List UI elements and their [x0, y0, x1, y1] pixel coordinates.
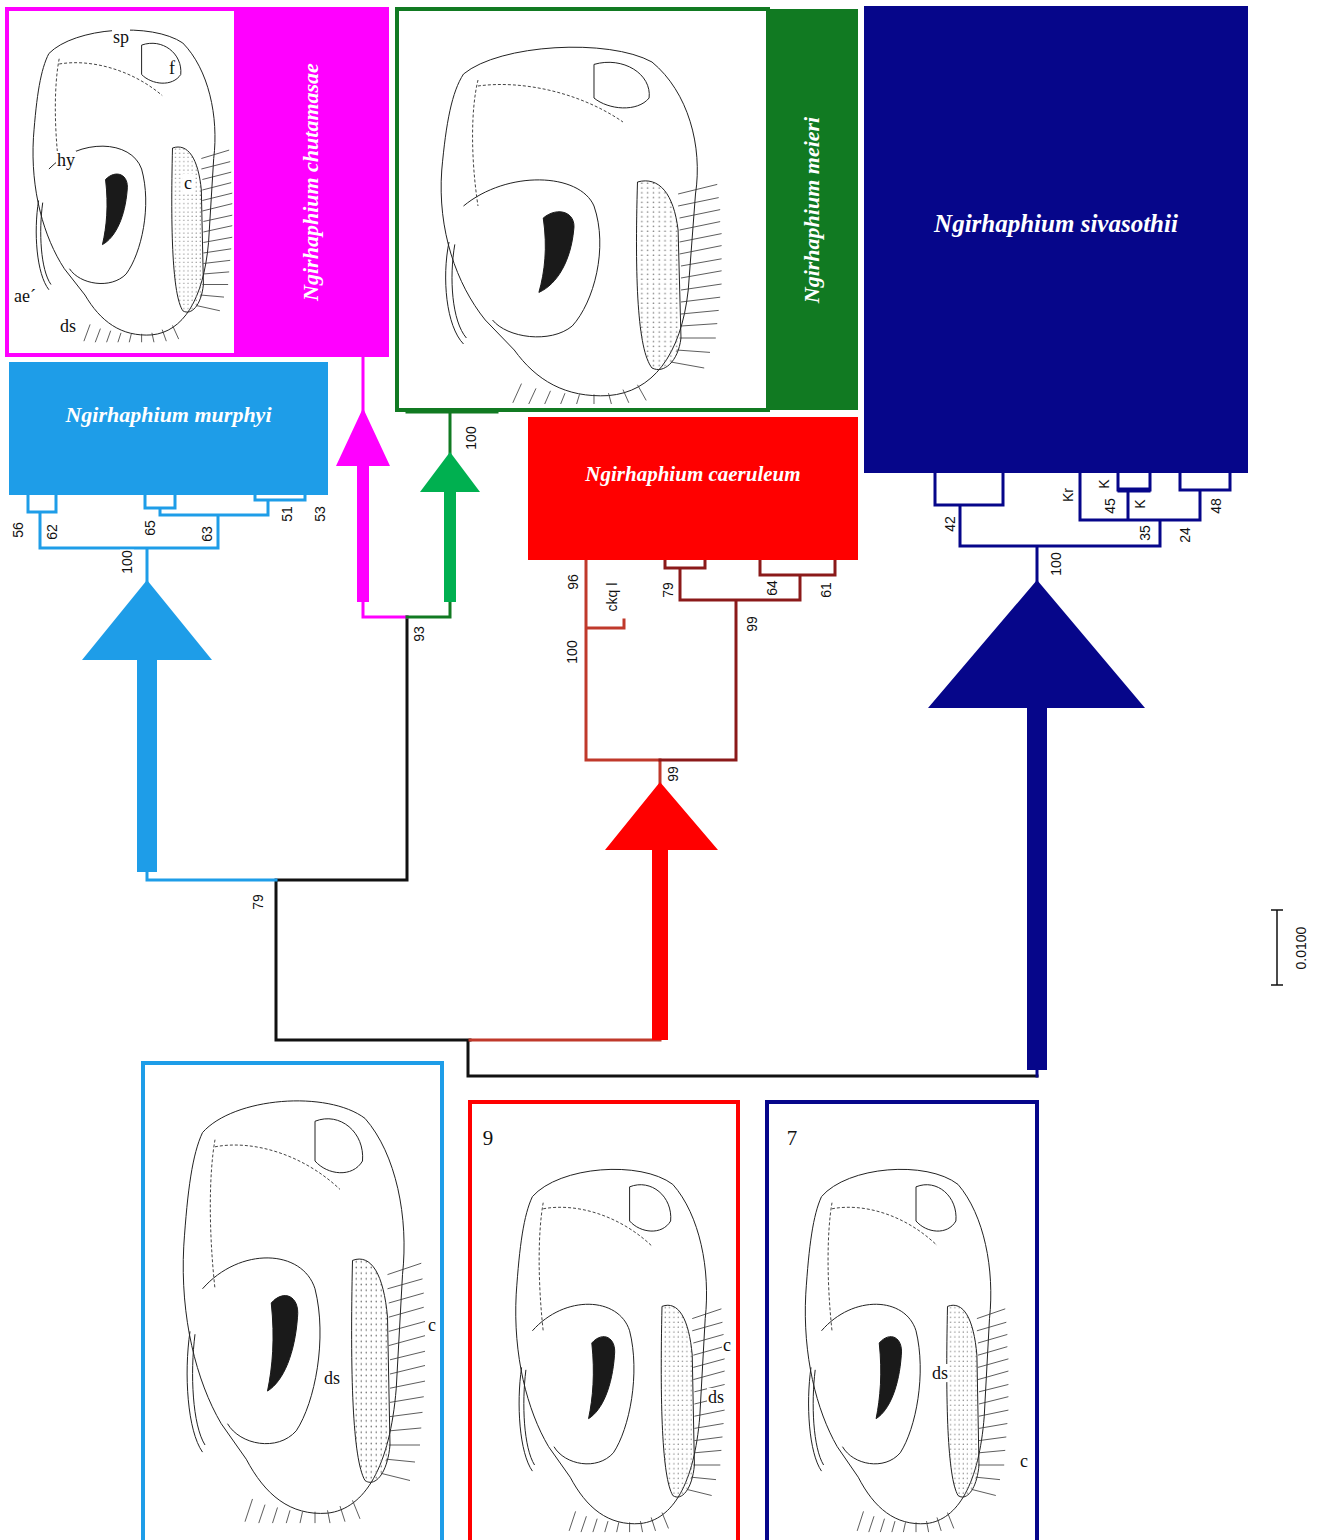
support-value: 100	[565, 639, 579, 664]
part-label: c	[183, 174, 193, 192]
part-label: ae´	[13, 287, 37, 305]
part-label: ds	[59, 317, 77, 335]
species-box: Ngirhaphium sivasothii	[864, 6, 1248, 473]
species-name: Ngirhaphium chutamasae	[298, 63, 322, 301]
support-value: 56	[11, 521, 25, 539]
support-value: 62	[45, 523, 59, 541]
taxon-label: K	[1133, 498, 1147, 509]
support-value: 100	[1049, 551, 1063, 576]
species-band: Ngirhaphium meieri	[766, 9, 858, 410]
support-value: 45	[1103, 497, 1117, 515]
support-value: 79	[251, 893, 265, 911]
support-value: 96	[566, 573, 580, 591]
species-box: Ngirhaphium murphyi	[9, 362, 328, 495]
part-label: ds	[931, 1364, 949, 1382]
taxon-label: Kr	[1061, 487, 1075, 503]
species-name: Ngirhaphium sivasothii	[934, 210, 1178, 238]
support-value: 100	[464, 425, 478, 450]
support-value: 53	[313, 505, 327, 523]
support-value: 65	[143, 519, 157, 537]
part-label: c	[1019, 1452, 1029, 1470]
support-value: 79	[661, 581, 675, 599]
taxon-label: ckq l	[605, 582, 619, 613]
support-value: 63	[200, 525, 214, 543]
support-value: 48	[1209, 497, 1223, 515]
support-value: 93	[412, 625, 426, 643]
support-value: 99	[745, 615, 759, 633]
support-value: 24	[1178, 526, 1192, 544]
support-value: 64	[765, 579, 779, 597]
part-label: c	[722, 1336, 732, 1354]
support-value: 99	[666, 765, 680, 783]
species-name: Ngirhaphium murphyi	[65, 403, 271, 427]
species-band: Ngirhaphium chutamasae	[234, 9, 387, 355]
part-label: sp	[112, 28, 130, 46]
part-label: hy	[56, 151, 76, 169]
support-value: 35	[1138, 524, 1152, 542]
figure-number: 9	[482, 1128, 495, 1149]
part-label: ds	[707, 1388, 725, 1406]
species-name: Ngirhaphium meieri	[800, 116, 824, 302]
species-name: Ngirhaphium caeruleum	[585, 463, 800, 486]
support-value: 42	[943, 515, 957, 533]
part-label: f	[168, 59, 176, 77]
support-value: 100	[120, 549, 134, 574]
support-value: 51	[280, 505, 294, 523]
support-value: 61	[819, 581, 833, 599]
taxon-label: K	[1097, 478, 1111, 489]
part-label: c	[427, 1316, 437, 1334]
scale-label: 0.0100	[1294, 926, 1308, 971]
species-box: Ngirhaphium caeruleum	[528, 417, 858, 560]
figure-number: 7	[786, 1128, 799, 1149]
part-label: ds	[323, 1369, 341, 1387]
